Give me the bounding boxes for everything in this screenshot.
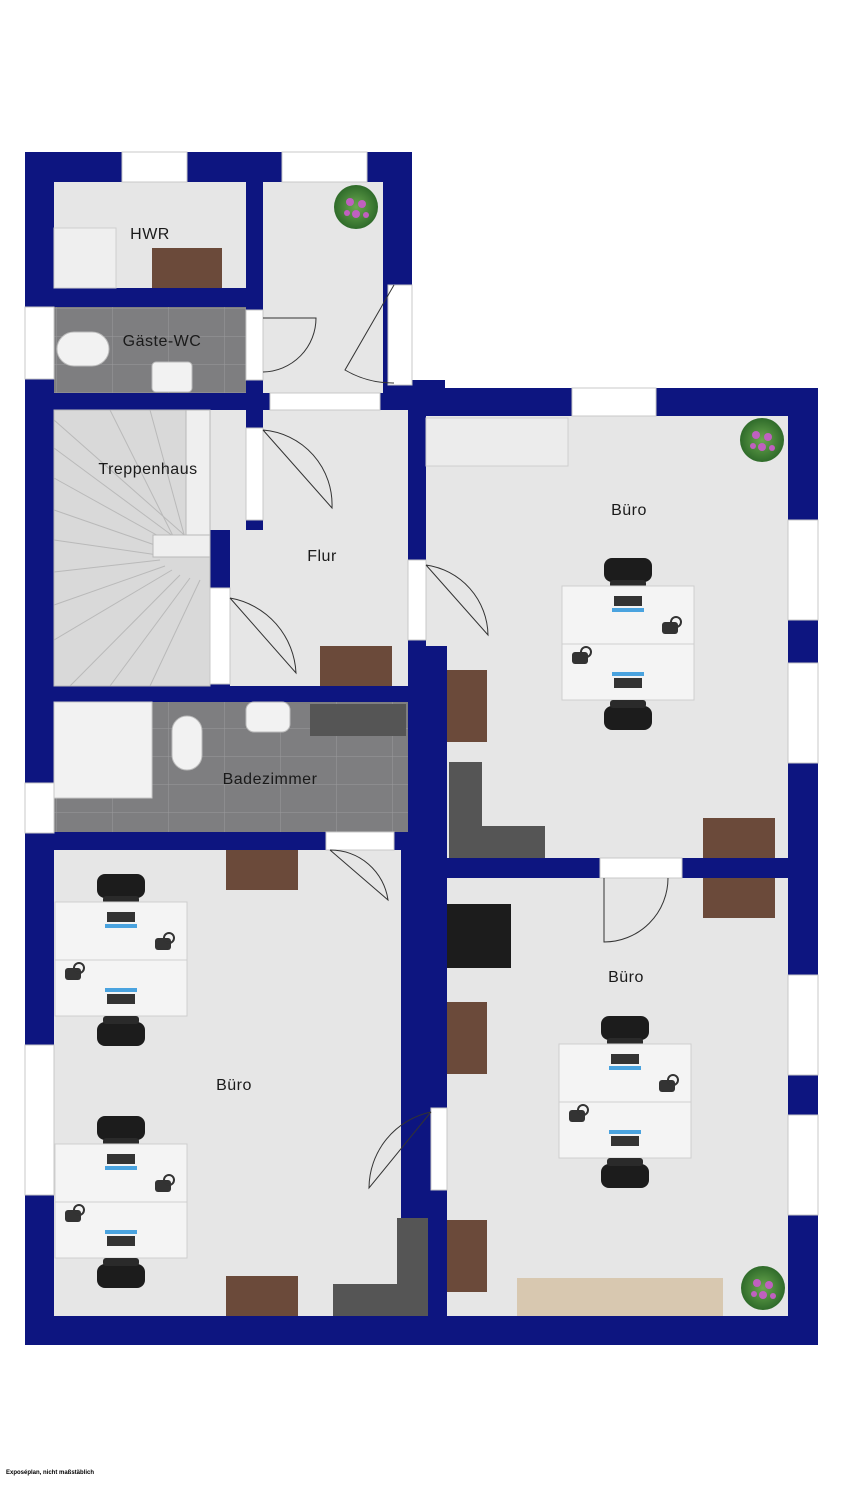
- plant-icon: [334, 185, 378, 229]
- workstation-bottom-left-lower: [54, 1116, 188, 1288]
- plant-icon: [741, 1266, 785, 1310]
- furniture: [53, 227, 775, 1316]
- room-label-buero-bottom-left: Büro: [216, 1077, 252, 1094]
- room-label-badezimmer: Badezimmer: [222, 771, 318, 788]
- room-label-buero-top-right: Büro: [611, 502, 647, 519]
- room-label-gaeste-wc: Gäste-WC: [122, 333, 202, 350]
- door-swings: [229, 284, 669, 1190]
- windows: [24, 151, 819, 1216]
- stairs: [53, 409, 211, 687]
- workstation-top-right: [561, 558, 695, 730]
- room-label-flur: Flur: [307, 548, 337, 565]
- room-label-treppenhaus: Treppenhaus: [98, 461, 198, 478]
- plant-icon: [740, 418, 784, 462]
- room-label-buero-bottom-right: Büro: [608, 969, 644, 986]
- workstation-bottom-left-upper: [54, 874, 188, 1046]
- workstation-bottom-right: [558, 1016, 692, 1188]
- room-label-hwr: HWR: [130, 226, 170, 243]
- footnote: Exposéplan, nicht maßstäblich: [6, 1470, 95, 1476]
